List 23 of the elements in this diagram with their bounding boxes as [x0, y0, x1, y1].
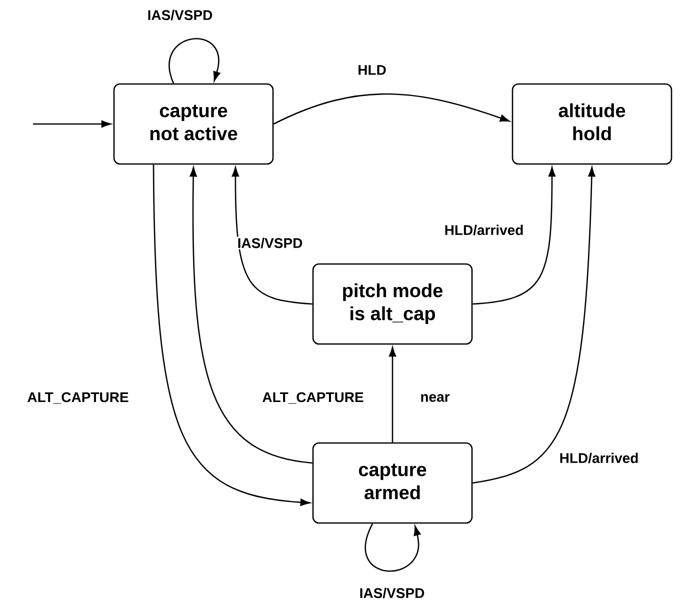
arrow [232, 167, 312, 305]
arrow [388, 347, 396, 442]
arrow [33, 120, 111, 128]
edge-label: near [419, 393, 451, 403]
state-box: capture not active [113, 83, 274, 165]
arrow [273, 93, 510, 125]
state-box: altitude hold [512, 83, 672, 165]
state-box: capture armed [312, 442, 473, 524]
edge-label: HLD/arrived [558, 452, 640, 464]
edge-label: HLD/arrived [443, 224, 525, 236]
edge-label: ALT_CAPTURE [26, 391, 130, 405]
arrow [190, 167, 312, 464]
edge-label: ALT_CAPTURE [261, 391, 365, 405]
edge-label: IAS/VSPD [358, 586, 426, 600]
arrow [472, 167, 556, 305]
edge-label: HLD [356, 64, 388, 76]
arrow [472, 167, 596, 484]
edge-label: IAS/VSPD [146, 8, 214, 22]
edge-label: IAS/VSPD [236, 236, 304, 250]
arrow [168, 38, 220, 84]
state-box: pitch mode is alt_cap [312, 263, 473, 345]
arrow [152, 164, 310, 506]
arrow [364, 523, 421, 572]
